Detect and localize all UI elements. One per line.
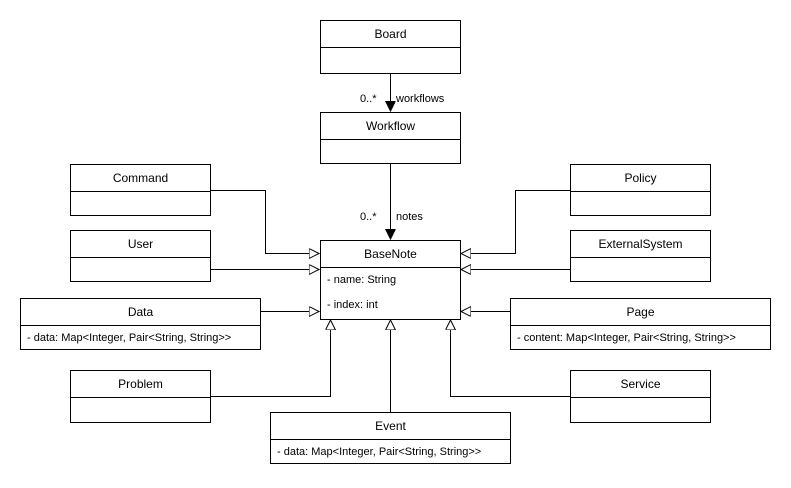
class-name: BaseNote (364, 247, 417, 261)
class-divider (571, 257, 710, 258)
class-name: Policy (624, 171, 657, 185)
class-page[interactable]: Page - content: Map<Integer, Pair<String… (510, 298, 771, 350)
class-event[interactable]: Event - data: Map<Integer, Pair<String, … (270, 412, 511, 464)
class-attribute: - data: Map<Integer, Pair<String, String… (27, 332, 232, 344)
class-policy[interactable]: Policy (570, 164, 711, 216)
class-divider (71, 191, 210, 192)
class-user[interactable]: User (70, 230, 211, 282)
inheritance-service (451, 320, 570, 397)
board-workflow-role: workflows (396, 93, 445, 105)
inheritance-problem (211, 320, 331, 397)
class-name: Data (127, 305, 154, 319)
class-divider (571, 397, 710, 398)
class-divider (571, 191, 710, 192)
class-data[interactable]: Data - data: Map<Integer, Pair<String, S… (20, 298, 261, 350)
inheritance-policy (461, 190, 570, 254)
class-board[interactable]: Board (320, 20, 461, 74)
class-problem[interactable]: Problem (70, 370, 211, 423)
class-command[interactable]: Command (70, 164, 211, 216)
class-name: Workflow (365, 119, 416, 133)
class-name: Problem (118, 377, 163, 391)
class-divider (71, 257, 210, 258)
board-workflow-multiplicity: 0..* (360, 93, 377, 105)
class-name: Board (374, 27, 407, 41)
inheritance-command (211, 190, 319, 254)
class-name: Command (112, 171, 169, 185)
class-divider (21, 325, 260, 326)
class-divider (321, 267, 460, 268)
workflow-basenote-multiplicity: 0..* (360, 211, 377, 223)
class-name: Event (375, 419, 406, 433)
class-attribute: - content: Map<Integer, Pair<String, Str… (517, 332, 736, 344)
class-divider (321, 47, 460, 48)
class-attribute: - data: Map<Integer, Pair<String, String… (277, 446, 482, 458)
class-service[interactable]: Service (570, 370, 711, 423)
class-name: User (127, 237, 154, 251)
class-attribute: - name: String (327, 274, 397, 286)
class-workflow[interactable]: Workflow (320, 112, 461, 164)
class-attribute: - index: int (327, 299, 378, 311)
class-divider (71, 397, 210, 398)
class-name: Page (626, 305, 655, 319)
class-divider (321, 139, 460, 140)
class-divider (511, 325, 770, 326)
class-divider (271, 439, 510, 440)
class-externalsystem[interactable]: ExternalSystem (570, 230, 711, 282)
class-name: Service (620, 377, 661, 391)
class-name: ExternalSystem (598, 237, 683, 251)
workflow-basenote-role: notes (396, 211, 423, 223)
class-basenote[interactable]: BaseNote - name: String - index: int (320, 240, 461, 320)
